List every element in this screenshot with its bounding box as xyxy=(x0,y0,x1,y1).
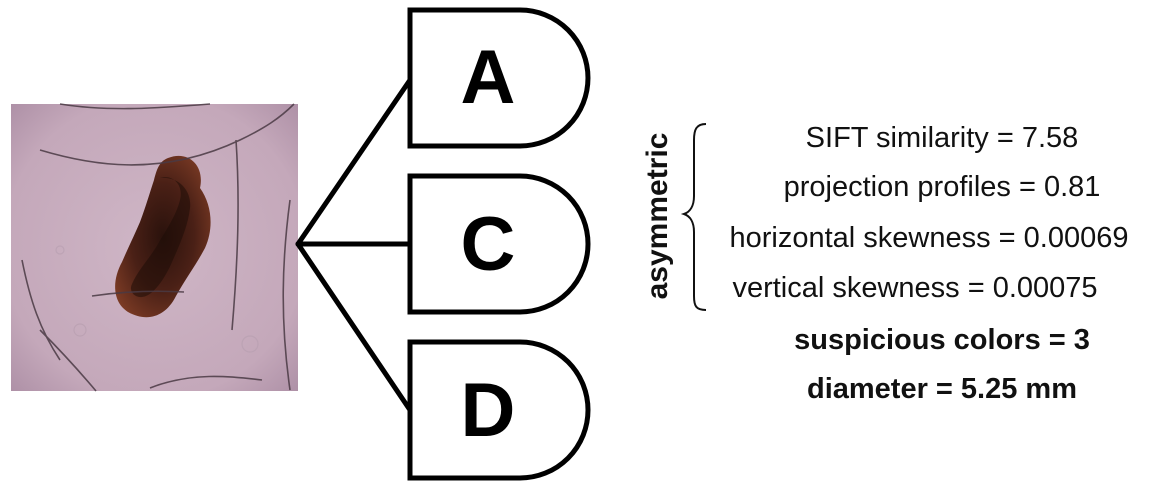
metric-projection-profiles: projection profiles = 0.81 xyxy=(784,171,1101,203)
metric-horizontal-skewness: horizontal skewness = 0.00069 xyxy=(729,222,1128,254)
brace xyxy=(680,123,707,311)
asymmetry-metrics: SIFT similarity = 7.58 projection profil… xyxy=(729,122,1128,304)
criterion-d: D xyxy=(407,339,591,481)
connector-lines xyxy=(295,77,413,413)
metric-vertical-skewness: vertical skewness = 0.00075 xyxy=(732,272,1097,304)
criterion-c: C xyxy=(407,173,591,315)
diameter-result: diameter = 5.25 mm xyxy=(807,373,1077,405)
metric-sift-similarity: SIFT similarity = 7.58 xyxy=(806,122,1079,154)
lesion-image xyxy=(11,103,298,392)
criterion-a: A xyxy=(407,7,591,149)
criterion-c-shape xyxy=(407,173,591,315)
suspicious-colors-result: suspicious colors = 3 xyxy=(794,324,1090,356)
criterion-d-letter: D xyxy=(461,368,516,453)
criterion-a-shape xyxy=(407,7,591,149)
criterion-c-letter: C xyxy=(461,202,516,287)
criterion-a-letter: A xyxy=(461,35,516,120)
criterion-d-shape xyxy=(407,339,591,481)
asymmetric-label: asymmetric xyxy=(641,133,674,300)
